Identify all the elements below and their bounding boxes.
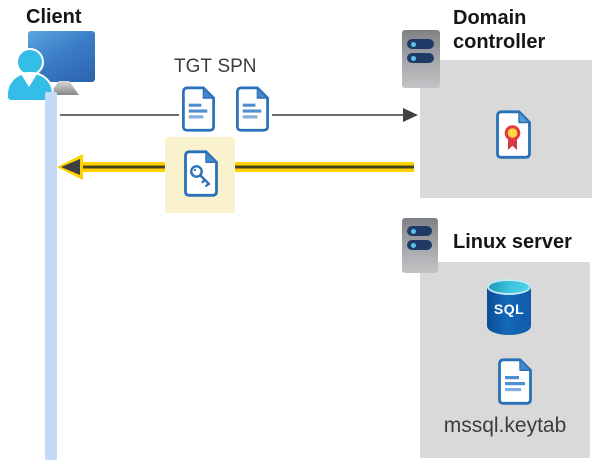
response-arrow-segment — [78, 162, 165, 172]
client-label: Client — [26, 6, 82, 28]
request-arrow-segment — [272, 114, 403, 116]
spn-label: SPN — [217, 56, 257, 77]
sql-badge-label: SQL — [493, 301, 525, 317]
spn-document-icon — [234, 85, 271, 133]
domain-controller-server-icon — [402, 30, 440, 88]
response-arrowhead — [61, 159, 80, 175]
linux-server-icon — [402, 218, 438, 273]
keytab-filename-label: mssql.keytab — [443, 414, 567, 437]
tgt-document-icon — [180, 85, 217, 133]
domain-controller-title: Domain controller — [453, 7, 546, 53]
certificate-icon — [494, 109, 533, 160]
linux-server-title: Linux server — [453, 231, 572, 253]
service-ticket-key-icon — [182, 149, 220, 198]
sql-database-icon: SQL — [487, 279, 531, 335]
tgt-label: TGT — [174, 56, 212, 77]
client-person-collar — [21, 74, 37, 87]
keytab-document-icon — [496, 357, 534, 406]
response-arrow-segment — [235, 162, 414, 172]
client-monitor-stand — [49, 81, 79, 95]
request-arrow-segment — [60, 114, 179, 116]
request-arrowhead — [403, 108, 418, 122]
client-timeline-bar — [45, 92, 57, 460]
